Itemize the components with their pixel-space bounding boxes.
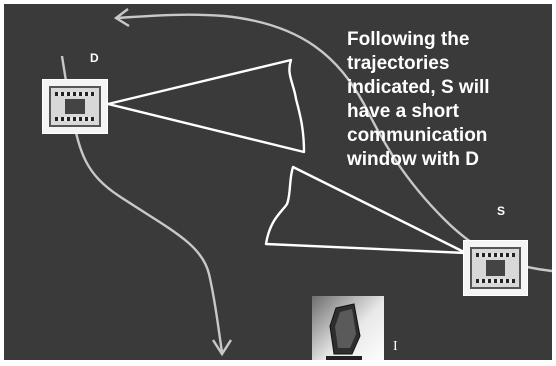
chip-icon (470, 247, 521, 289)
node-s-label: S (497, 204, 506, 218)
s-trajectory-arrowhead (113, 8, 130, 28)
node-i-device-icon (312, 296, 384, 360)
node-s-device-icon (463, 240, 528, 296)
node-d-device-icon (42, 79, 108, 134)
d-coverage-beam (106, 58, 306, 154)
s-coverage-beam (264, 165, 468, 255)
chip-icon (49, 86, 101, 127)
node-i-label: I (393, 339, 398, 354)
diagram-caption: Following the trajectories indicated, S … (347, 29, 490, 170)
d-trajectory-arrowhead (211, 339, 233, 357)
node-d-label: D (90, 51, 99, 65)
diagram-canvas: D S I Following the trajectories indicat… (4, 4, 552, 360)
relay-unit-icon (326, 303, 362, 360)
